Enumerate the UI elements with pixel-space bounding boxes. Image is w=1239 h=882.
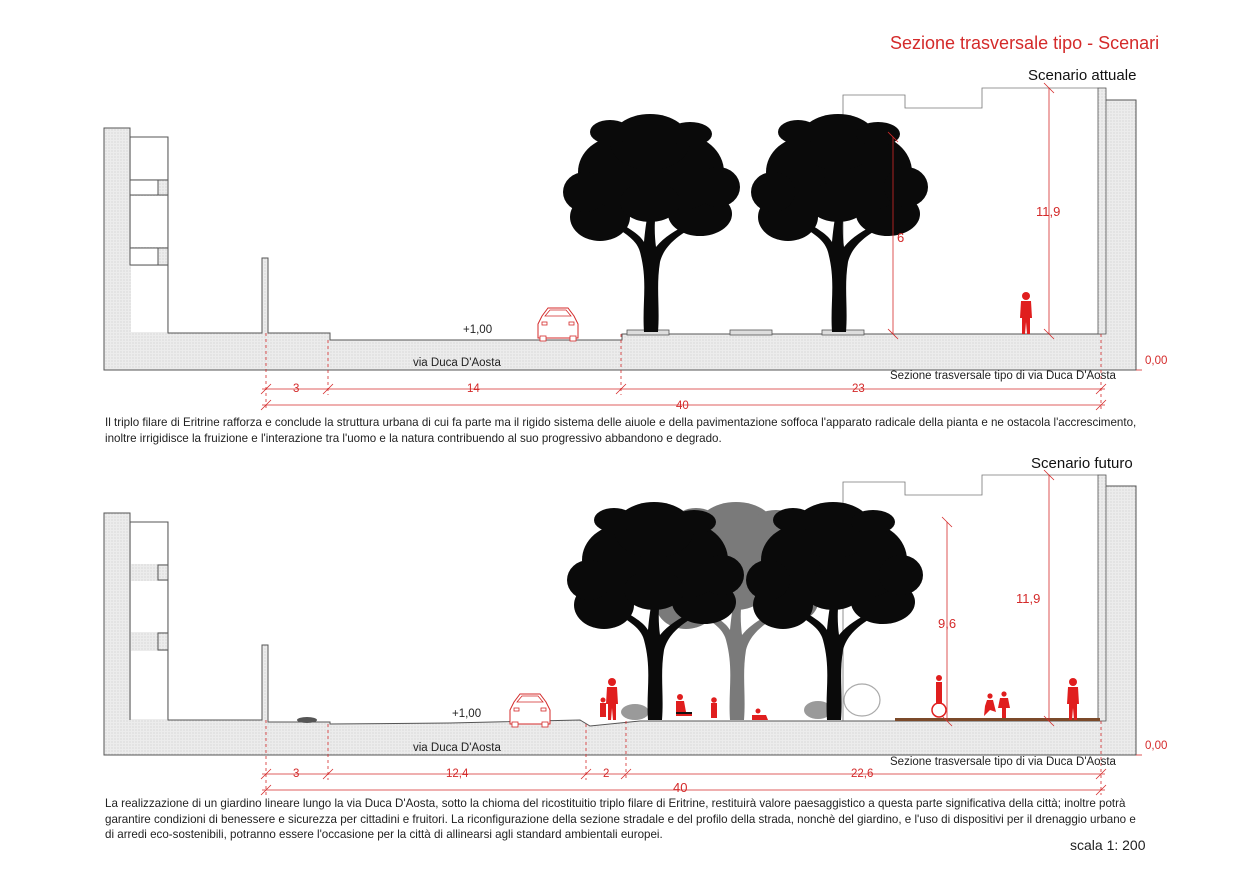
building-height-futuro: 11,9	[1016, 591, 1041, 606]
dim-total-futuro: 40	[673, 780, 688, 795]
zero-label-attuale: 0,00	[1145, 355, 1168, 367]
elevation-label-futuro: +1,00	[452, 708, 482, 720]
tree-height-attuale: 6	[897, 230, 905, 245]
dim-4-futuro: 22,6	[851, 768, 874, 780]
street-label-futuro: via Duca D'Aosta	[413, 742, 501, 754]
dim-2-futuro: 12,4	[446, 768, 469, 780]
description-attuale: Il triplo filare di Eritrine rafforza e …	[105, 416, 1137, 445]
street-label-attuale: via Duca D'Aosta	[413, 357, 501, 369]
scenario-title-attuale: Scenario attuale	[1028, 67, 1137, 84]
sheet-title: Sezione trasversale tipo - Scenari	[890, 33, 1160, 53]
car-futuro	[509, 693, 551, 728]
tree-height-futuro: 9,6	[938, 616, 957, 631]
dim-2-attuale: 14	[467, 383, 480, 395]
dim-3-futuro: 2	[603, 768, 610, 780]
dim-1-attuale: 3	[293, 383, 300, 395]
dim-total-attuale: 40	[676, 400, 689, 412]
dim-3-attuale: 23	[852, 383, 865, 395]
scale-label: scala 1: 200	[1070, 837, 1146, 853]
zero-label-futuro: 0,00	[1145, 740, 1168, 752]
person-2-futuro	[1067, 678, 1079, 720]
person-1-futuro	[606, 678, 618, 720]
people-group-futuro	[600, 675, 1010, 720]
scenario-title-futuro: Scenario futuro	[1031, 455, 1133, 472]
caption-attuale: Sezione trasversale tipo di via Duca D'A…	[890, 370, 1116, 382]
caption-futuro: Sezione trasversale tipo di via Duca D'A…	[890, 756, 1116, 768]
dim-1-futuro: 3	[293, 768, 300, 780]
building-height-attuale: 11,9	[1036, 204, 1061, 219]
description-futuro: La realizzazione di un giardino lineare …	[105, 797, 1136, 841]
elevation-label-attuale: +1,00	[463, 324, 493, 336]
